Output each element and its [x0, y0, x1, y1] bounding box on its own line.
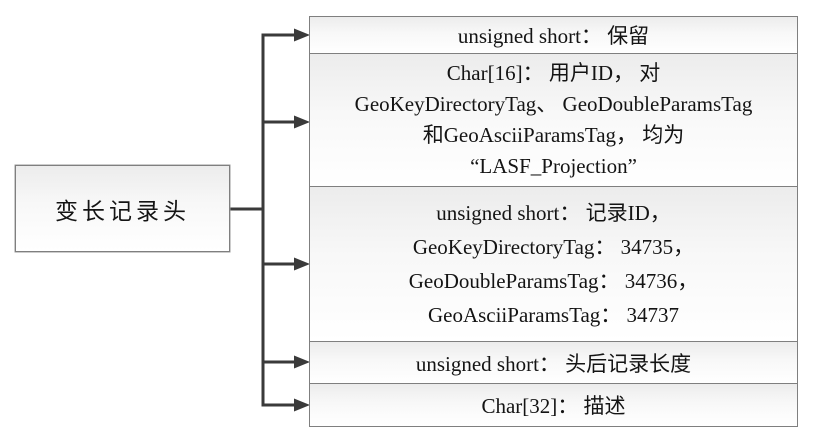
source-box-variable-length-record-header: 变长记录头 [15, 165, 230, 252]
field-line: 和GeoAsciiParamsTag， 均为 [422, 123, 685, 147]
field-box-record-length-after-header: unsigned short： 头后记录长度 [310, 341, 797, 383]
field-line: GeoDoubleParamsTag： 34736， [408, 269, 699, 293]
field-table: unsigned short： 保留 Char[16]： 用户ID， 对 Geo… [309, 16, 798, 427]
source-box-label: 变长记录头 [55, 198, 190, 224]
field-line: Char[32]： 描述 [481, 394, 626, 418]
field-line: GeoKeyDirectoryTag： 34735， [412, 235, 695, 259]
field-line: unsigned short： 头后记录长度 [415, 351, 692, 376]
arrow-icon [294, 115, 310, 129]
arrow-icon [294, 257, 310, 271]
arrow-icon [294, 355, 310, 369]
field-box-reserved: unsigned short： 保留 [310, 17, 797, 53]
field-line: GeoAsciiParamsTag： 34737 [427, 303, 680, 327]
field-line: “LASF_Projection” [470, 154, 637, 178]
field-line: GeoKeyDirectoryTag、 GeoDoubleParamsTag [354, 92, 753, 116]
field-line: Char[16]： 用户ID， 对 [446, 61, 661, 85]
arrow-icon [294, 28, 310, 42]
arrow-icon [294, 398, 310, 412]
field-line: unsigned short： 记录ID， [436, 201, 671, 225]
field-box-record-id: unsigned short： 记录ID， GeoKeyDirectoryTag… [310, 186, 797, 341]
field-line: unsigned short： 保留 [457, 24, 650, 48]
field-box-user-id: Char[16]： 用户ID， 对 GeoKeyDirectoryTag、 Ge… [310, 53, 797, 186]
field-box-description: Char[32]： 描述 [310, 383, 797, 426]
